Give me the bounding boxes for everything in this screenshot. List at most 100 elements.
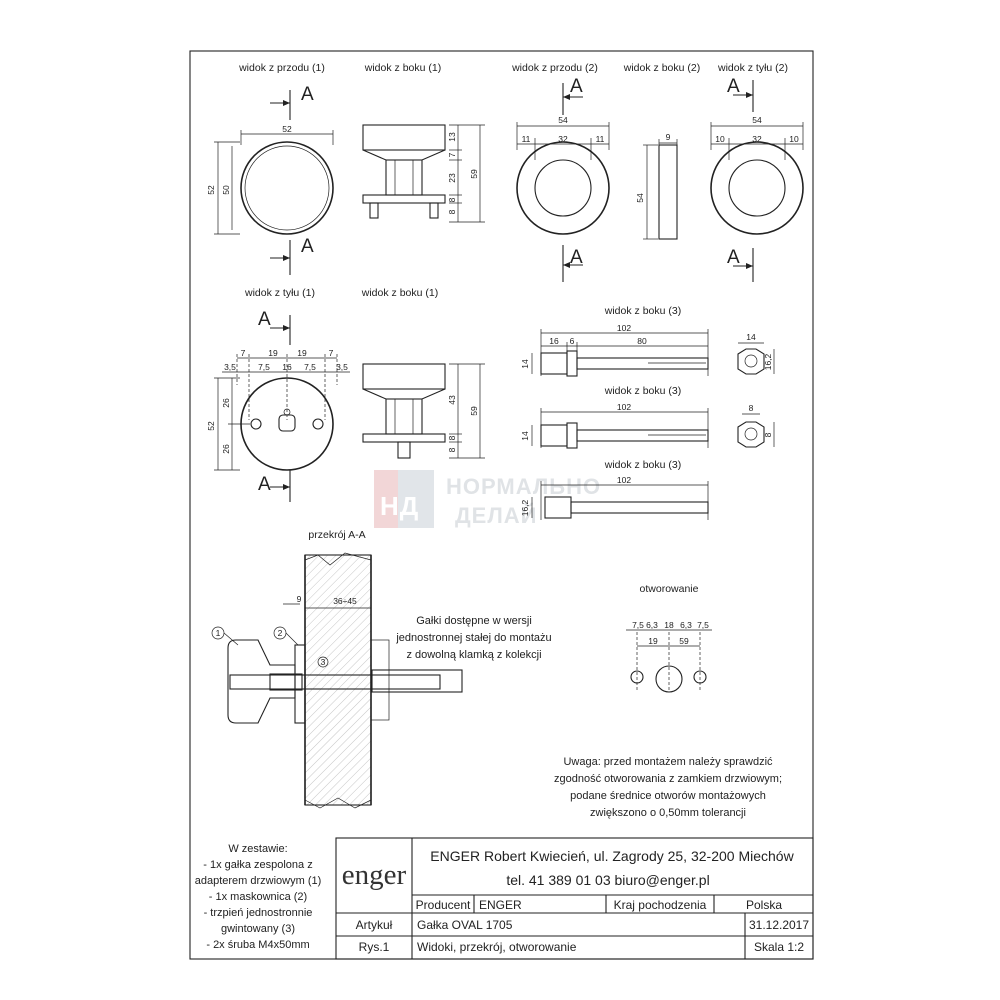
watermark-line1: НОРМАЛЬНО: [446, 474, 601, 499]
producer-value: ENGER: [479, 898, 522, 912]
company-logo: enger: [342, 859, 407, 891]
svg-text:9: 9: [297, 594, 302, 604]
svg-text:50: 50: [221, 185, 231, 195]
drawing-label: Rys.1: [359, 940, 390, 954]
svg-text:32: 32: [752, 134, 762, 144]
callout-1: 1: [216, 628, 221, 638]
section-marker-front1-top: A: [270, 84, 314, 120]
svg-text:zwiększono o 0,50mm tolerancji: zwiększono o 0,50mm tolerancji: [590, 807, 746, 819]
note-variant: Gałki dostępne w wersji jednostronnej st…: [395, 615, 551, 661]
section-marker-back1-top: A: [258, 309, 291, 345]
svg-text:gwintowany (3): gwintowany (3): [221, 923, 295, 935]
svg-text:43: 43: [447, 395, 457, 405]
watermark-line2: ДЕЛАЙ: [455, 503, 537, 528]
svg-text:- 1x maskownica (2): - 1x maskownica (2): [209, 891, 307, 903]
svg-text:59: 59: [679, 636, 689, 646]
svg-text:52: 52: [206, 421, 216, 431]
origin-value: Polska: [746, 898, 782, 912]
svg-text:102: 102: [617, 323, 631, 333]
svg-text:8: 8: [447, 197, 457, 202]
svg-text:54: 54: [635, 193, 645, 203]
view-label-side3-a: widok z boku (3): [604, 305, 681, 317]
svg-text:8: 8: [447, 209, 457, 214]
article-label: Artykuł: [356, 918, 393, 932]
view-label-drilling: otworowanie: [640, 583, 699, 595]
bolt-view-2: 102 14 8 8: [520, 402, 775, 449]
title-block: enger ENGER Robert Kwiecień, ul. Zagrody…: [335, 837, 814, 960]
svg-text:A: A: [301, 236, 314, 257]
svg-text:A: A: [570, 76, 583, 97]
svg-text:11: 11: [596, 134, 605, 144]
svg-text:A: A: [301, 84, 314, 105]
svg-text:6: 6: [570, 336, 575, 346]
svg-text:102: 102: [617, 475, 631, 485]
svg-text:jednostronnej stałej do montaż: jednostronnej stałej do montażu: [395, 632, 551, 644]
view-label-side3-b: widok z boku (3): [604, 385, 681, 397]
svg-text:- 1x gałka zespolona z: - 1x gałka zespolona z: [203, 859, 312, 871]
section-marker-back2-bottom: A: [727, 247, 754, 282]
origin-label: Kraj pochodzenia: [614, 898, 707, 912]
svg-text:36÷45: 36÷45: [333, 596, 357, 606]
drawing-date: 31.12.2017: [749, 918, 809, 932]
svg-text:16: 16: [549, 336, 559, 346]
svg-text:7,5: 7,5: [697, 620, 709, 630]
bolt-view-3: 102 16,2: [520, 475, 709, 520]
front-view-2: 54 11 32 11: [516, 115, 610, 235]
svg-text:52: 52: [282, 124, 292, 134]
svg-text:23: 23: [447, 173, 457, 183]
svg-text:52: 52: [206, 185, 216, 195]
svg-text:3,5: 3,5: [336, 362, 348, 372]
svg-text:16,2: 16,2: [763, 353, 773, 370]
svg-text:A: A: [727, 76, 740, 97]
svg-text:A: A: [258, 309, 271, 330]
view-label-side3-c: widok z boku (3): [604, 459, 681, 471]
svg-text:54: 54: [558, 115, 568, 125]
watermark-logo: НД НОРМАЛЬНО ДЕЛАЙ: [374, 470, 601, 528]
svg-text:19: 19: [648, 636, 658, 646]
company-contact: tel. 41 389 01 03 biuro@enger.pl: [506, 872, 709, 888]
svg-text:7,5: 7,5: [304, 362, 316, 372]
svg-text:7: 7: [329, 348, 334, 358]
section-marker-front2-top: A: [562, 76, 583, 115]
svg-text:7,5: 7,5: [632, 620, 644, 630]
view-label-back2: widok z tyłu (2): [717, 62, 788, 74]
view-label-side1-bottom: widok z boku (1): [361, 287, 438, 299]
front-view-1: 52 52 50: [206, 124, 334, 235]
back-view-2: 54 10 32 10: [710, 115, 804, 235]
drawing-scale: Skala 1:2: [754, 940, 804, 954]
side-view-2: 9 54: [635, 132, 678, 240]
svg-text:14: 14: [520, 359, 530, 369]
view-label-front2: widok z przodu (2): [511, 62, 598, 74]
svg-text:11: 11: [522, 134, 531, 144]
svg-text:54: 54: [752, 115, 762, 125]
note-warning: Uwaga: przed montażem należy sprawdzić z…: [554, 756, 782, 819]
svg-text:19: 19: [297, 348, 307, 358]
section-marker-back2-top: A: [727, 76, 754, 112]
svg-text:- 2x śruba M4x50mm: - 2x śruba M4x50mm: [206, 939, 309, 951]
svg-text:18: 18: [664, 620, 674, 630]
svg-text:z dowolną klamką z kolekcji: z dowolną klamką z kolekcji: [406, 649, 541, 661]
svg-text:32: 32: [558, 134, 568, 144]
producer-label: Producent: [416, 898, 471, 912]
svg-text:14: 14: [746, 332, 756, 342]
svg-text:14: 14: [520, 431, 530, 441]
svg-text:59: 59: [469, 406, 479, 416]
svg-text:59: 59: [469, 169, 479, 179]
svg-text:7: 7: [241, 348, 246, 358]
svg-text:8: 8: [763, 432, 773, 437]
svg-text:16,2: 16,2: [520, 499, 530, 516]
section-marker-back1-bottom: A: [258, 470, 291, 502]
svg-text:6,3: 6,3: [680, 620, 692, 630]
svg-text:10: 10: [789, 134, 799, 144]
drilling-pattern: 7,5 6,3 18 6,3 7,5 19 59: [626, 620, 712, 693]
bolt-view-1: 102 16 6 80 14 14 16,2: [520, 323, 775, 377]
svg-text:A: A: [727, 247, 740, 268]
svg-text:26: 26: [221, 398, 231, 408]
svg-text:8: 8: [749, 403, 754, 413]
svg-text:13: 13: [447, 132, 457, 142]
svg-text:6,3: 6,3: [646, 620, 658, 630]
view-label-front1: widok z przodu (1): [238, 62, 325, 74]
svg-text:W zestawie:: W zestawie:: [228, 843, 287, 855]
kit-contents: W zestawie: - 1x gałka zespolona z adapt…: [195, 843, 322, 951]
